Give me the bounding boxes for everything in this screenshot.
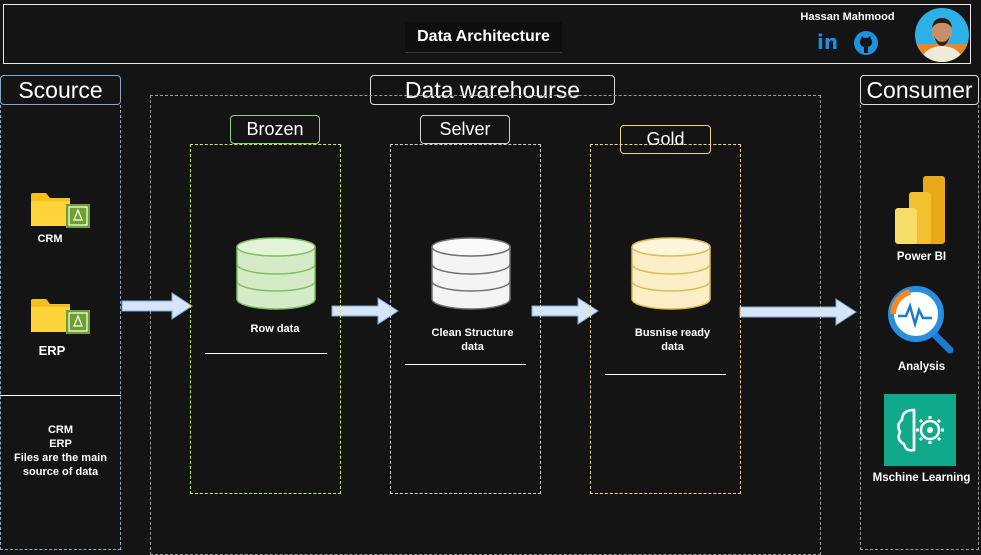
source-divider [0, 395, 121, 396]
source-note-line: source of data [22, 466, 99, 478]
github-icon[interactable] [853, 30, 879, 56]
consumer-section-title: Consumer [860, 75, 979, 105]
avatar [915, 8, 969, 62]
gold-layer-desc: Busnise ready data [600, 326, 745, 354]
bronze-database-icon [236, 237, 316, 310]
bronze-layer-title: Brozen [230, 115, 320, 144]
arrow-bronze-to-silver [331, 297, 399, 325]
silver-database-icon [431, 237, 511, 310]
arrow-source-to-bronze [121, 292, 193, 320]
linkedin-icon[interactable]: in [817, 30, 839, 54]
gold-desc-line: data [661, 341, 684, 353]
silver-layer-frame [390, 144, 541, 494]
source-section-title: Scource [0, 75, 121, 105]
bronze-desc-line: Row data [250, 323, 300, 335]
bronze-layer-frame [190, 144, 341, 494]
bronze-divider [205, 353, 327, 354]
bronze-layer-desc: Row data [195, 322, 355, 336]
crm-folder-icon [31, 193, 90, 228]
page-title: Data Architecture [405, 22, 562, 53]
gold-desc-line: Busnise ready [634, 327, 711, 339]
analysis-label: Analysis [897, 361, 946, 373]
source-note-line: CRM [47, 424, 74, 436]
power-bi-icon [895, 176, 945, 244]
arrow-silver-to-gold [531, 297, 599, 325]
source-note-line: ERP [49, 438, 72, 450]
silver-layer-title: Selver [420, 115, 510, 144]
source-note: CRM ERP Files are the main source of dat… [0, 423, 121, 479]
analysis-icon [888, 286, 954, 354]
silver-layer-desc: Clean Structure data [400, 326, 545, 354]
silver-desc-line: data [461, 341, 484, 353]
arrow-gold-to-consumer [739, 298, 857, 326]
header-bar [3, 4, 971, 64]
gold-database-icon [631, 237, 711, 310]
warehouse-section-title: Data warehourse [370, 75, 615, 105]
machine-learning-label: Mschine Learning [872, 472, 971, 484]
silver-desc-line: Clean Structure [431, 327, 514, 339]
erp-label: ERP [38, 343, 66, 358]
crm-label: CRM [37, 233, 63, 245]
power-bi-label: Power BI [896, 251, 947, 263]
machine-learning-icon [884, 394, 956, 466]
author-name: Hassan Mahmood [800, 11, 895, 23]
gold-divider [605, 374, 726, 375]
source-note-line: Files are the main [14, 452, 107, 464]
gold-layer-frame [590, 144, 741, 494]
erp-folder-icon [31, 299, 90, 334]
silver-divider [405, 364, 526, 365]
